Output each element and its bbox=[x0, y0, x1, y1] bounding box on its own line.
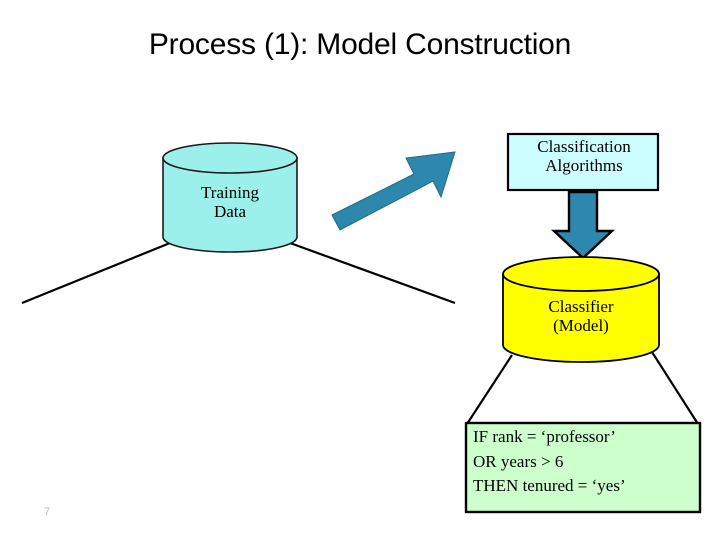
classifier-model-cylinder[interactable] bbox=[502, 256, 660, 363]
callout-lines-training-data bbox=[21, 241, 456, 305]
classification-algorithms-box[interactable] bbox=[506, 132, 660, 192]
training-data-label: Training Data bbox=[201, 183, 259, 222]
training-data-cylinder[interactable] bbox=[162, 142, 298, 253]
page-number: 7 bbox=[44, 506, 51, 518]
classifier-model-label: Classifier (Model) bbox=[548, 297, 614, 336]
arrow-algorithms-to-classifier-icon bbox=[550, 190, 616, 260]
rule-box[interactable] bbox=[464, 421, 702, 514]
classification-algorithms-label: Classification Algorithms bbox=[537, 137, 631, 176]
callout-lines-classifier bbox=[466, 351, 699, 425]
page-title: Process (1): Model Construction bbox=[148, 28, 572, 61]
rule-box-text: IF rank = ‘professor’ OR years > 6 THEN … bbox=[473, 427, 626, 496]
arrow-training-to-algorithms-icon bbox=[331, 151, 456, 231]
